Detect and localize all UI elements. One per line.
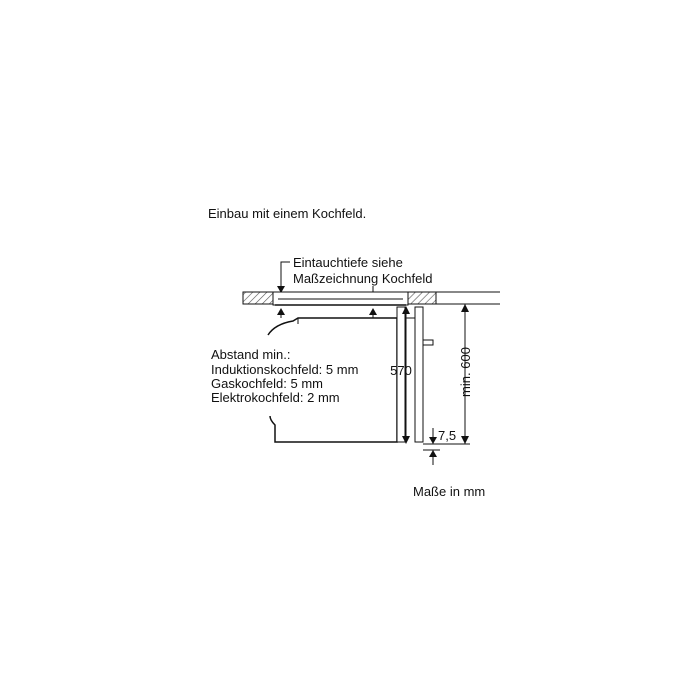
dimension-600-arrow-top <box>461 304 469 312</box>
dimension-600-label: min. 600 <box>458 347 473 397</box>
clearance-arrow-left <box>277 308 285 315</box>
dimension-7-5-label: 7,5 <box>438 428 456 443</box>
clearance-callout-line-2: Induktionskochfeld: 5 mm <box>211 362 358 377</box>
dimension-570-label: 570 <box>390 363 412 378</box>
countertop-right <box>407 291 437 305</box>
clearance-callout-line-1: Abstand min.: <box>211 347 291 362</box>
door-handle <box>422 339 434 346</box>
diagram-heading: Einbau mit einem Kochfeld. <box>208 206 366 221</box>
clearance-callout-line-3: Gaskochfeld: 5 mm <box>211 376 323 391</box>
dimension-570-arrow-bottom <box>402 436 410 444</box>
clearance-arrow-right <box>369 308 377 315</box>
oven-door <box>414 306 424 443</box>
clearance-callout-background <box>208 346 368 406</box>
dimension-600-arrow-bottom <box>461 436 469 444</box>
dimension-570-arrow-top <box>402 306 410 314</box>
dimension-7-5-arrow-top <box>429 437 437 444</box>
depth-arrow-left <box>277 286 285 293</box>
clearance-callout-line-4: Elektrokochfeld: 2 mm <box>211 390 340 405</box>
depth-callout-leader <box>280 261 290 291</box>
depth-callout-line-1: Eintauchtiefe siehe <box>293 255 403 270</box>
oven-front-frame <box>396 306 406 443</box>
units-note: Maße in mm <box>413 484 485 499</box>
countertop-left <box>242 291 274 305</box>
dimension-7-5-arrow-bottom <box>429 450 437 457</box>
depth-callout-line-2: Maßzeichnung Kochfeld <box>293 271 432 286</box>
